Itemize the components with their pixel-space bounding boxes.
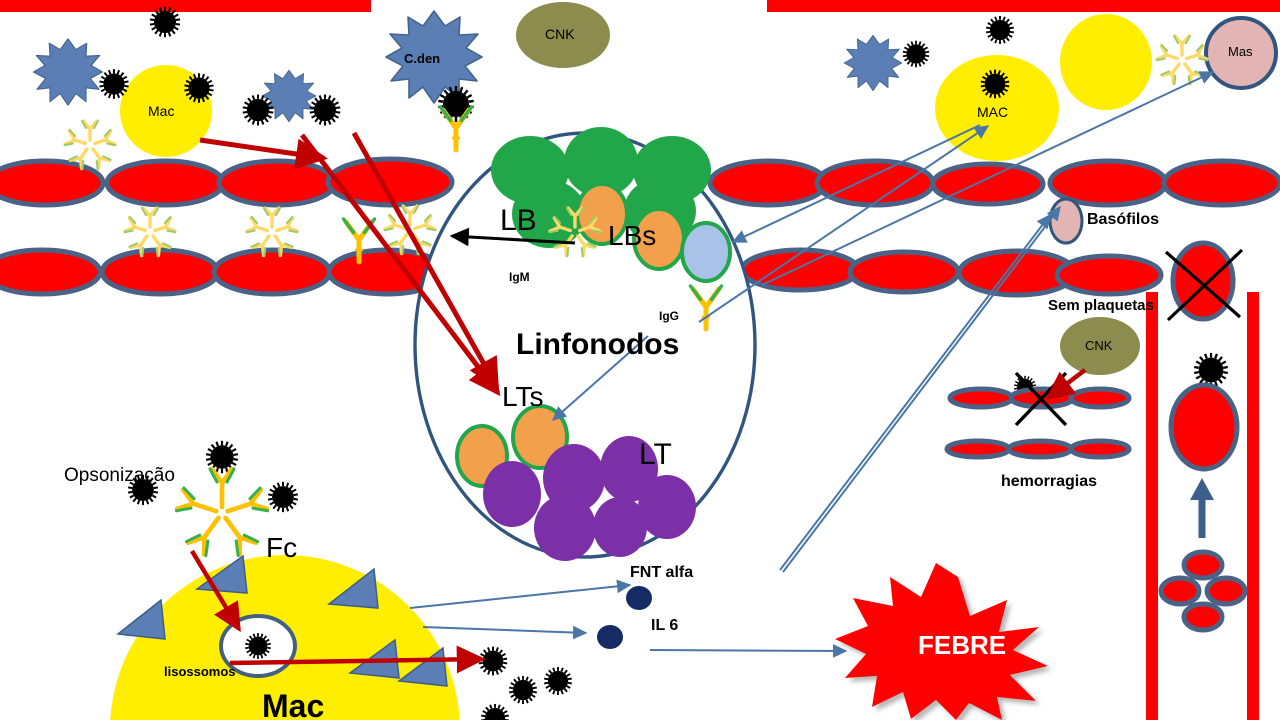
dendritic-cell-left — [32, 38, 104, 106]
arrow-to-mast-cell — [761, 71, 1215, 286]
rbc-precursor-cluster — [1158, 549, 1248, 633]
label-lt: LT — [639, 438, 672, 471]
label-lts: LTs — [502, 381, 544, 412]
mast-cell — [1204, 16, 1278, 90]
arrow-fc-to-lysosome — [190, 549, 241, 633]
vessel-wall-top-left — [0, 0, 371, 12]
nk-cell-lower — [1060, 317, 1140, 375]
arrow-to-basophil — [779, 213, 1051, 571]
rbc-destroyed-cross-mark — [1164, 248, 1244, 322]
arrow-mac-to-vessel — [199, 137, 328, 170]
label-lb: LB — [500, 204, 537, 237]
t-cell-cluster — [483, 436, 696, 561]
label-cnk-lower: CNK — [1085, 338, 1113, 353]
label-il6: IL 6 — [651, 617, 679, 634]
label-sem-plaquetas: Sem plaquetas — [1048, 297, 1154, 314]
label-lisossomos: lisossomos — [164, 664, 236, 679]
label-linfonodos: Linfonodos — [516, 328, 680, 361]
macrophage-top-right — [935, 55, 1059, 161]
dendritic-cell-right — [843, 34, 903, 92]
arrow-lymphnode-to-lts — [551, 335, 649, 421]
basophil-cell — [1048, 197, 1084, 245]
label-mac-bottom: Mac — [262, 688, 325, 720]
arrow-mac-to-lymphocyte — [731, 124, 981, 243]
label-hemorragias: hemorragias — [1001, 473, 1098, 490]
label-cden: C.den — [404, 51, 441, 66]
label-fc: Fc — [266, 532, 298, 563]
arrow-il6-to-febre — [649, 644, 848, 658]
arrow-to-lb — [351, 131, 500, 391]
label-mas: Mas — [1228, 44, 1253, 59]
rbc-row-right-lower — [739, 247, 1164, 298]
label-igg: IgG — [659, 309, 679, 323]
arrow-to-basophil-b — [782, 205, 1061, 573]
macrophage-plain-yellow — [1060, 14, 1152, 110]
arrow-cden-to-lts — [300, 133, 501, 397]
platelet-row-lower — [944, 438, 1132, 460]
b-cell-cluster — [491, 127, 711, 248]
erythropoiesis-arrow — [1190, 478, 1214, 538]
arrow-node-to-mac — [698, 125, 990, 323]
label-lbs: LBs — [608, 220, 657, 251]
arrow-black-igm-to-node — [449, 227, 576, 247]
cytokine-dot-fnt-alfa — [626, 586, 652, 610]
arrow-mac-digest-out — [229, 645, 486, 674]
arrow-mac-to-fnt — [409, 579, 632, 609]
rbc-row-left-lower — [0, 247, 448, 297]
nk-cell-top — [516, 2, 610, 68]
label-igm: IgM — [509, 270, 530, 284]
arrow-red-group-2 — [190, 368, 1087, 674]
label-fnt-alfa: FNT alfa — [630, 564, 694, 581]
cytokine-dot-il6 — [597, 625, 623, 649]
opsonization-rosette — [174, 466, 270, 558]
rbc-row-right-upper — [707, 158, 1280, 208]
blue-lymphocyte — [680, 221, 732, 283]
vessel-wall-right-vertical — [1146, 292, 1259, 720]
label-mac-top-left: Mac — [148, 103, 175, 119]
label-mac-top-right: MAC — [977, 104, 1009, 120]
arrow-blue-group — [409, 71, 1215, 658]
label-basofilos: Basófilos — [1087, 211, 1160, 228]
arrow-mac-to-il6 — [422, 625, 588, 640]
dendritic-cell-mid — [261, 69, 317, 123]
arrow-red-group — [199, 131, 501, 397]
febre-starburst — [835, 563, 1048, 720]
label-cnk-top: CNK — [545, 26, 575, 42]
rbc-infected-large — [1168, 382, 1240, 472]
vessel-wall-top-right — [767, 0, 1280, 12]
arrow-cnk-to-platelet — [1045, 368, 1087, 401]
label-opsonizacao: Opsonização — [64, 465, 175, 486]
label-febre: FEBRE — [918, 630, 1007, 660]
rbc-row-left-upper — [0, 156, 455, 208]
